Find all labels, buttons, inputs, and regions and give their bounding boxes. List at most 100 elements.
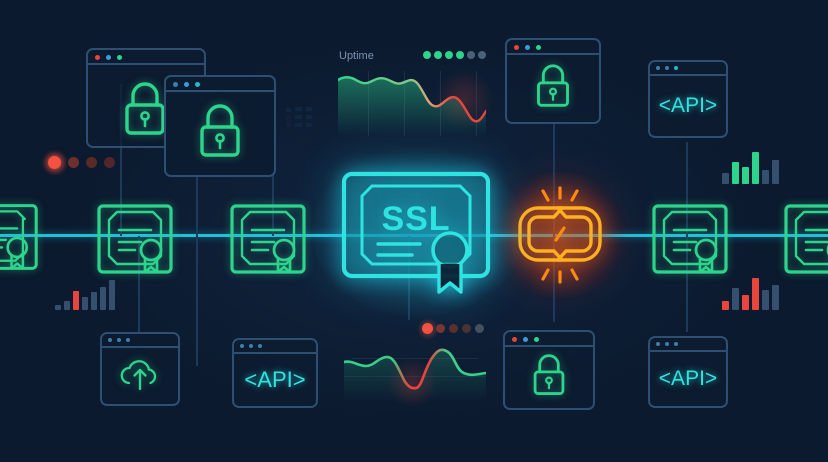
- connector-vline-g: [686, 142, 688, 236]
- bar: [742, 295, 749, 310]
- status-dot: [462, 324, 471, 333]
- window-padlock-top-center[interactable]: [505, 38, 601, 124]
- window-dot-maximize[interactable]: [536, 45, 541, 50]
- bar: [732, 162, 739, 184]
- bar: [762, 170, 769, 184]
- window-dot-close[interactable]: [656, 342, 660, 346]
- connector-vline-h: [686, 236, 688, 332]
- svg-text:SSL: SSL: [381, 200, 450, 238]
- connector-line-main: [0, 234, 828, 237]
- bar-chart-left: [55, 276, 117, 310]
- window-dot-maximize[interactable]: [674, 66, 678, 70]
- window-dot-close[interactable]: [173, 82, 178, 87]
- bar: [73, 291, 79, 310]
- bar: [109, 280, 115, 310]
- window-dot-minimize[interactable]: [525, 45, 530, 50]
- window-dot-close[interactable]: [95, 55, 100, 60]
- window-cloud-upload-bottom-left[interactable]: [100, 332, 180, 406]
- status-dot: [445, 51, 453, 59]
- window-dot-minimize[interactable]: [665, 66, 669, 70]
- bar: [55, 305, 61, 310]
- window-titlebar: [88, 50, 204, 65]
- window-titlebar: [234, 340, 316, 354]
- padlock-icon: [118, 78, 172, 140]
- connector-vline-e: [553, 124, 555, 236]
- certificate-left-center[interactable]: [228, 198, 308, 280]
- window-dot-close[interactable]: [512, 337, 517, 342]
- bar: [772, 160, 779, 184]
- window-dot-minimize[interactable]: [184, 82, 189, 87]
- status-dot: [449, 324, 458, 333]
- bar: [772, 285, 779, 310]
- certificate-left-edge[interactable]: [0, 198, 40, 276]
- window-content: <API>: [650, 352, 726, 406]
- window-titlebar: [102, 334, 178, 348]
- connector-vline-c: [272, 128, 274, 236]
- window-content: [166, 92, 274, 175]
- broken-chain-link-icon[interactable]: [508, 184, 612, 286]
- window-titlebar: [166, 77, 274, 92]
- padlock-icon: [193, 100, 247, 167]
- window-api-top-right[interactable]: <API>: [648, 60, 728, 138]
- window-content: [505, 347, 593, 408]
- bar: [91, 292, 97, 310]
- window-padlock-top-left-front[interactable]: [164, 75, 276, 177]
- background-detail-dots: [284, 104, 314, 134]
- response-chart-plot: [342, 340, 488, 406]
- window-dot-minimize[interactable]: [523, 337, 528, 342]
- padlock-icon: [528, 351, 570, 404]
- window-dot-minimize[interactable]: [665, 342, 669, 346]
- ssl-certificate-icon[interactable]: SSL: [340, 168, 492, 296]
- certificate-left-inner[interactable]: [95, 198, 175, 280]
- bar: [752, 278, 759, 310]
- api-label: <API>: [658, 94, 718, 117]
- connector-vline-f: [553, 236, 555, 322]
- status-dot: [467, 51, 475, 59]
- window-dot-maximize[interactable]: [258, 344, 262, 348]
- window-dot-close[interactable]: [514, 45, 519, 50]
- window-dot-maximize[interactable]: [534, 337, 539, 342]
- bar: [722, 301, 729, 310]
- certificate-right-edge[interactable]: [782, 198, 828, 280]
- window-content: <API>: [234, 354, 316, 406]
- window-dot-maximize[interactable]: [674, 342, 678, 346]
- window-dot-maximize[interactable]: [117, 55, 122, 60]
- response-status-dots: [417, 318, 484, 340]
- bar: [64, 301, 70, 310]
- window-dot-close[interactable]: [108, 338, 112, 342]
- bar: [722, 173, 729, 184]
- status-dot: [422, 323, 433, 334]
- bar-chart-top-right: [722, 148, 782, 184]
- window-content: [102, 348, 178, 404]
- cloud-upload-icon: [117, 353, 163, 400]
- bar: [742, 167, 749, 184]
- api-label: <API>: [244, 367, 306, 392]
- padlock-icon: [531, 61, 575, 116]
- window-titlebar: [507, 40, 599, 55]
- window-padlock-bottom-center[interactable]: [503, 330, 595, 410]
- uptime-chart-plot: [336, 69, 494, 136]
- window-api-bottom-right[interactable]: <API>: [648, 336, 728, 408]
- window-api-bottom-center-left[interactable]: <API>: [232, 338, 318, 408]
- window-content: <API>: [650, 76, 726, 136]
- bar: [82, 297, 88, 310]
- uptime-status-dots: [423, 51, 486, 61]
- window-titlebar: [505, 332, 593, 347]
- window-dot-close[interactable]: [656, 66, 660, 70]
- certificate-right-center[interactable]: [650, 198, 730, 280]
- window-dot-maximize[interactable]: [195, 82, 200, 87]
- connector-vline-d: [138, 236, 140, 332]
- window-dot-minimize[interactable]: [249, 344, 253, 348]
- connector-vline-b: [196, 136, 198, 366]
- status-dot: [456, 51, 464, 59]
- window-dot-close[interactable]: [240, 344, 244, 348]
- status-dot: [86, 157, 97, 168]
- window-dot-minimize[interactable]: [106, 55, 111, 60]
- bar: [762, 290, 769, 310]
- window-dot-minimize[interactable]: [117, 338, 121, 342]
- window-dot-maximize[interactable]: [126, 338, 130, 342]
- bar: [752, 152, 759, 184]
- window-titlebar: [650, 338, 726, 352]
- connector-vline-a: [120, 84, 122, 236]
